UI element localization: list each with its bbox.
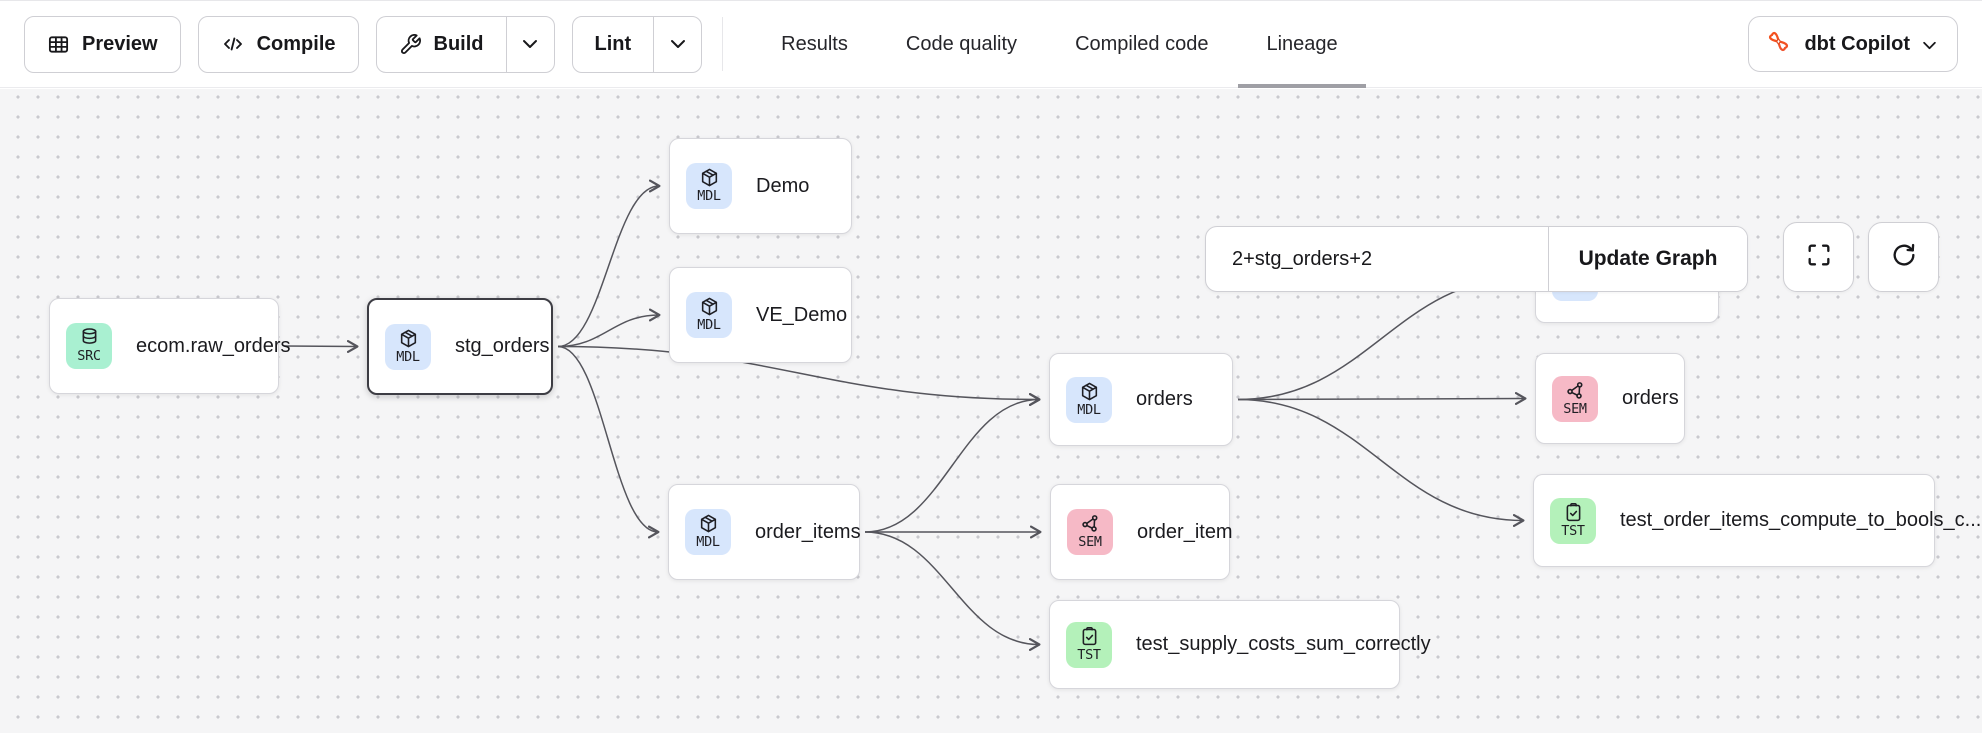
src-type-badge: SRC [66, 323, 112, 369]
build-button-label: Build [433, 32, 484, 55]
chevron-down-icon [522, 39, 538, 49]
mdl-type-badge: MDL [385, 323, 431, 370]
mdl-type-badge: MDL [686, 163, 732, 209]
fullscreen-icon [1805, 241, 1833, 274]
lineage-node-order_item_sem[interactable]: SEM order_item [1050, 484, 1233, 580]
node-label: test_order_items_compute_to_bools_c... [1620, 509, 1982, 531]
edge-order_items-to-test_supply [864, 531, 1041, 651]
table-icon [47, 33, 70, 56]
lineage-node-order_items[interactable]: MDL order_items [668, 484, 861, 580]
bottom-strip [0, 733, 1982, 748]
edge-stg_orders-to-ve_demo [557, 308, 661, 348]
badge-type-label: SEM [1078, 534, 1102, 550]
tab-code-quality[interactable]: Code quality [905, 32, 1018, 55]
tab-lineage[interactable]: Lineage [1238, 1, 1366, 88]
copilot-icon [1765, 28, 1792, 61]
toolbar-button-group: Preview Compile Build [24, 15, 703, 73]
compile-button-label: Compile [256, 32, 336, 55]
toolbar-divider [722, 17, 724, 71]
badge-type-label: MDL [697, 188, 721, 204]
node-label: stg_orders [455, 335, 550, 357]
node-label: VE_Demo [756, 303, 848, 326]
database-icon [79, 327, 100, 348]
badge-type-label: MDL [396, 348, 420, 365]
refresh-graph-button[interactable] [1868, 222, 1939, 292]
mdl-type-badge: MDL [686, 292, 732, 338]
lint-dropdown-button[interactable] [653, 16, 701, 72]
result-tabs: Results Code quality Compiled code Linea… [781, 1, 1366, 88]
badge-type-label: MDL [696, 534, 720, 550]
badge-type-label: SEM [1563, 400, 1587, 417]
cube-icon [699, 167, 720, 188]
code-icon [221, 32, 245, 56]
edge-ecom_raw_orders-to-stg_orders [283, 340, 359, 353]
node-label: order_items [755, 520, 861, 543]
edge-order_items-to-orders_mdl [864, 393, 1041, 533]
edge-orders_mdl-to-orders_sem [1237, 392, 1527, 405]
node-label: order_item [1137, 520, 1233, 543]
graph-selector-bar: Update Graph [1205, 226, 1748, 292]
lint-button[interactable]: Lint [573, 17, 654, 72]
copilot-button-label: dbt Copilot [1804, 32, 1910, 55]
badge-type-label: MDL [1077, 401, 1101, 418]
fullscreen-button[interactable] [1783, 222, 1854, 292]
build-split-button: Build [375, 15, 555, 73]
lineage-node-stg_orders[interactable]: MDL stg_orders [367, 298, 553, 395]
cube-icon [699, 296, 720, 317]
node-label: Demo [756, 174, 810, 197]
lineage-node-orders_mdl[interactable]: MDL orders [1049, 353, 1233, 446]
refresh-icon [1890, 241, 1918, 274]
lint-button-label: Lint [594, 32, 632, 55]
sem-type-badge: SEM [1552, 375, 1598, 422]
preview-button-label: Preview [82, 32, 158, 55]
lineage-node-ve_demo[interactable]: MDL VE_Demo [669, 267, 852, 363]
edge-stg_orders-to-demo [557, 179, 661, 348]
sem-type-badge: SEM [1067, 509, 1113, 555]
badge-type-label: MDL [697, 317, 721, 333]
preview-button[interactable]: Preview [24, 15, 181, 73]
compile-button[interactable]: Compile [197, 15, 359, 73]
mdl-type-badge: MDL [1066, 376, 1112, 423]
lineage-node-test_order_items[interactable]: TST test_order_items_compute_to_bools_c..… [1533, 474, 1981, 567]
badge-type-label: TST [1077, 646, 1101, 663]
chevron-down-icon [1922, 33, 1937, 56]
build-button[interactable]: Build [377, 17, 506, 72]
tab-compiled-code[interactable]: Compiled code [1075, 32, 1209, 55]
lineage-node-orders_sem[interactable]: SEM orders [1535, 353, 1685, 444]
ide-toolbar: Preview Compile Build [0, 0, 1982, 88]
tst-type-badge: TST [1550, 497, 1596, 544]
node-label: ecom.raw_orders [136, 334, 291, 357]
tab-results[interactable]: Results [781, 32, 848, 55]
build-dropdown-button[interactable] [505, 16, 554, 72]
chevron-down-icon [670, 39, 686, 49]
node-label: test_supply_costs_sum_correctly [1136, 633, 1431, 655]
clipboard-check-icon [1079, 626, 1100, 647]
cube-icon [698, 513, 719, 534]
node-label: orders [1136, 388, 1193, 410]
clipboard-check-icon [1563, 502, 1584, 523]
edge-stg_orders-to-order_items [557, 345, 660, 539]
dbt-copilot-button[interactable]: dbt Copilot [1748, 16, 1958, 72]
semantic-graph-icon [1080, 513, 1101, 534]
lineage-node-ecom_raw_orders[interactable]: SRC ecom.raw_orders [49, 298, 291, 394]
lint-split-button: Lint [571, 15, 703, 73]
wrench-icon [399, 33, 422, 56]
lineage-node-demo[interactable]: MDL Demo [669, 138, 852, 234]
update-graph-button[interactable]: Update Graph [1548, 227, 1747, 291]
edge-orders_mdl-to-test_order_items [1237, 398, 1525, 527]
cube-icon [398, 328, 419, 349]
badge-type-label: TST [1561, 522, 1585, 539]
lineage-node-test_supply[interactable]: TST test_supply_costs_sum_correctly [1049, 600, 1431, 689]
copilot-button-wrap: dbt Copilot [1748, 16, 1958, 72]
edge-orders_mdl-to-customers [1237, 271, 1527, 401]
mdl-type-badge: MDL [685, 509, 731, 555]
node-label: orders [1622, 387, 1679, 409]
graph-selector-input[interactable] [1206, 227, 1548, 291]
edge-stg_orders-to-orders_mdl [557, 345, 1041, 406]
semantic-graph-icon [1565, 380, 1586, 401]
badge-type-label: SRC [77, 348, 101, 364]
tst-type-badge: TST [1066, 621, 1112, 668]
cube-icon [1079, 381, 1100, 402]
